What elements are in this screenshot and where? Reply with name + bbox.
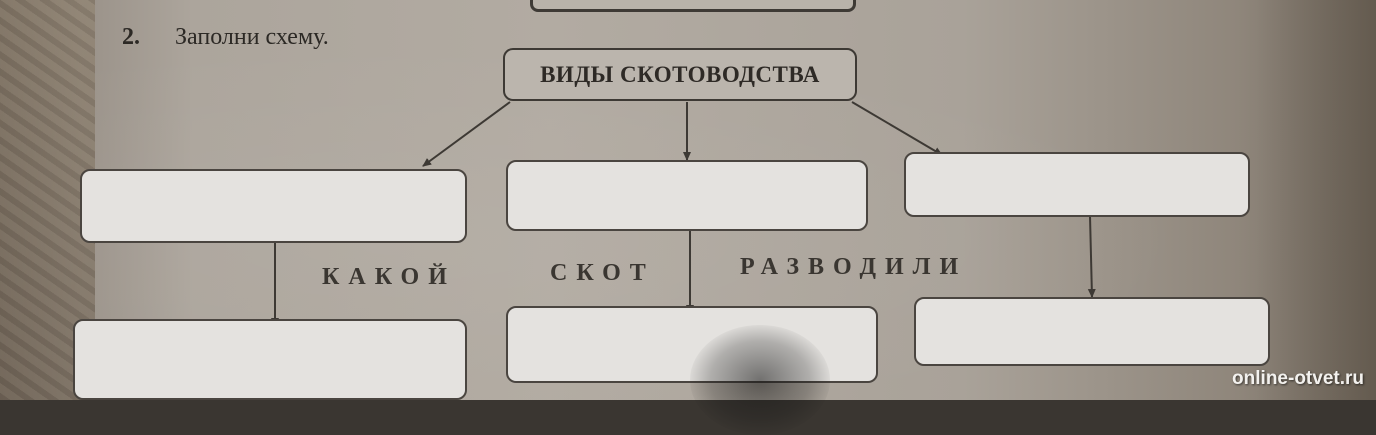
- answer-box-bottom-left[interactable]: [73, 319, 467, 400]
- root-node-label: ВИДЫ СКОТОВОДСТВА: [540, 61, 820, 87]
- task-instruction: Заполни схему.: [175, 24, 329, 50]
- site-watermark: online-otvet.ru: [1232, 368, 1364, 389]
- question-word-1: КАКОЙ: [322, 264, 456, 290]
- answer-box-top-right[interactable]: [904, 152, 1250, 217]
- diagram-connectors: [271, 101, 1096, 327]
- answer-box-bottom-right[interactable]: [914, 297, 1270, 366]
- arrow-right-down: [1087, 215, 1096, 298]
- answer-box-top-left[interactable]: [80, 169, 467, 243]
- page-edge-shadow: [1256, 0, 1376, 400]
- answer-box-top-middle[interactable]: [506, 160, 868, 231]
- task-number: 2.: [122, 24, 140, 50]
- arrow-to-left-box: [422, 101, 511, 167]
- arrow-to-right-box: [851, 101, 943, 156]
- finger-shadow: [690, 325, 830, 435]
- question-word-2: СКОТ: [550, 260, 655, 286]
- question-word-3: РАЗВОДИЛИ: [740, 254, 968, 280]
- previous-exercise-box-edge: [530, 0, 856, 12]
- root-node-box: ВИДЫ СКОТОВОДСТВА: [503, 48, 857, 101]
